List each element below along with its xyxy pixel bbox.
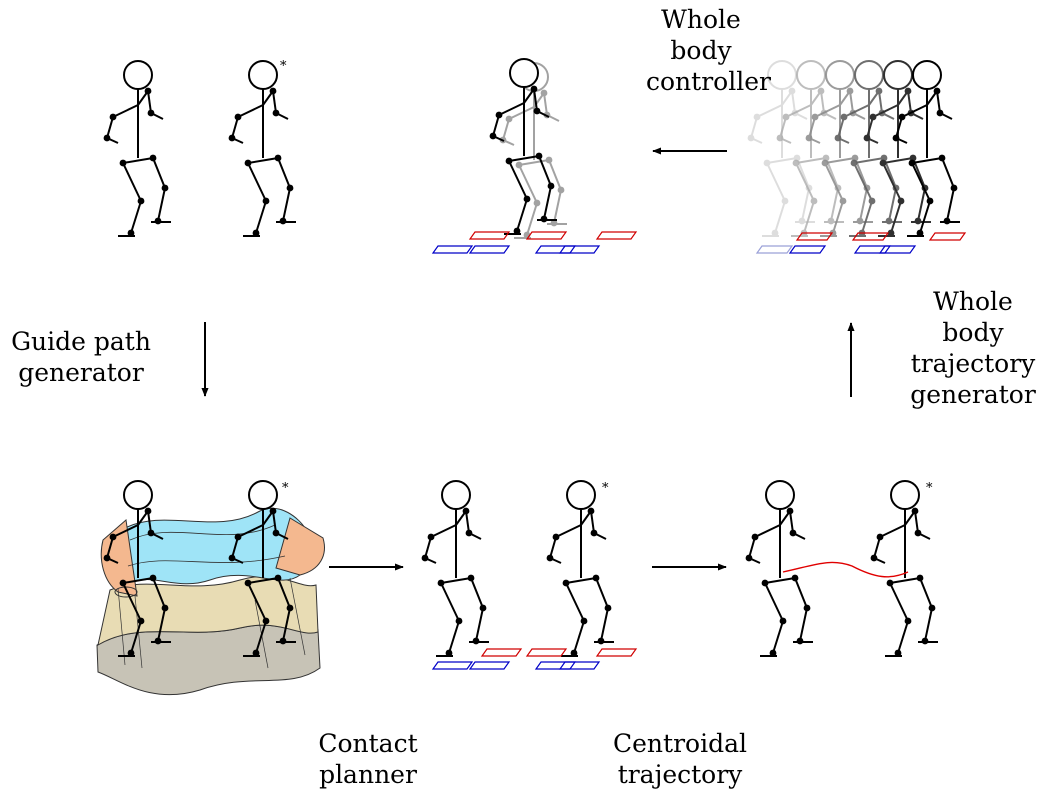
reach-cone-left: [100, 519, 138, 597]
contact-patch: [480, 648, 523, 657]
contact-patch: [788, 245, 827, 254]
contact-patch: [431, 661, 474, 670]
contact-patch: [795, 232, 834, 241]
stick-figure: [103, 480, 171, 657]
stick-figure: [747, 60, 815, 237]
stick-figure: [489, 58, 557, 235]
stick-figure: [546, 480, 614, 657]
goal-marker: *: [280, 59, 287, 74]
stick-figure: [103, 60, 171, 237]
contact-patch: [928, 232, 967, 241]
stick-figure: [863, 60, 931, 237]
contact-patch: [878, 245, 917, 254]
guide-surface-curve-1: [129, 524, 276, 541]
stick-figure: [228, 480, 296, 657]
stick-figure: [870, 480, 938, 657]
guide-surface-curve-2: [127, 555, 286, 567]
goal-marker: *: [926, 481, 933, 496]
goal-marker: *: [602, 481, 609, 496]
contact-patch: [595, 231, 638, 240]
stick-figure: [745, 480, 813, 657]
contact-patch: [755, 245, 794, 254]
contact-patch: [558, 661, 601, 670]
contact-patch: [468, 661, 511, 670]
reach-cone-right: [275, 517, 325, 576]
contact-patch: [534, 245, 577, 254]
goal-marker: *: [282, 481, 289, 496]
stick-figure: [421, 480, 489, 657]
guide-surface-middle: [97, 575, 319, 647]
stick-figures: [103, 58, 960, 657]
centroidal-trajectory-label: Centroidal trajectory: [613, 729, 747, 789]
centroidal-trajectory-curve: [782, 561, 909, 578]
contact-patch: [525, 648, 568, 657]
arrows: [201, 147, 855, 571]
whole-body-trajectory-generator-label: Whole body trajectory generator: [910, 287, 1036, 409]
contact-patch: [558, 245, 601, 254]
guide-surface-bottom: [96, 624, 321, 696]
stick-figure: [228, 60, 296, 237]
stick-figure: [892, 60, 960, 237]
guide-path-generator-label: Guide path generator: [11, 327, 151, 387]
contact-patches: [431, 231, 967, 670]
contact-patch: [851, 232, 890, 241]
contact-patch: [468, 231, 511, 240]
guide-surface-top: [124, 507, 306, 586]
guide-path-surface: [96, 507, 325, 696]
contact-patch: [468, 245, 511, 254]
contact-patch: [534, 661, 577, 670]
contact-patch: [431, 245, 474, 254]
contact-planner-label: Contact planner: [318, 729, 418, 789]
whole-body-controller-label: Whole body controller: [646, 5, 771, 96]
contact-patch: [595, 648, 638, 657]
contact-patch: [525, 231, 568, 240]
